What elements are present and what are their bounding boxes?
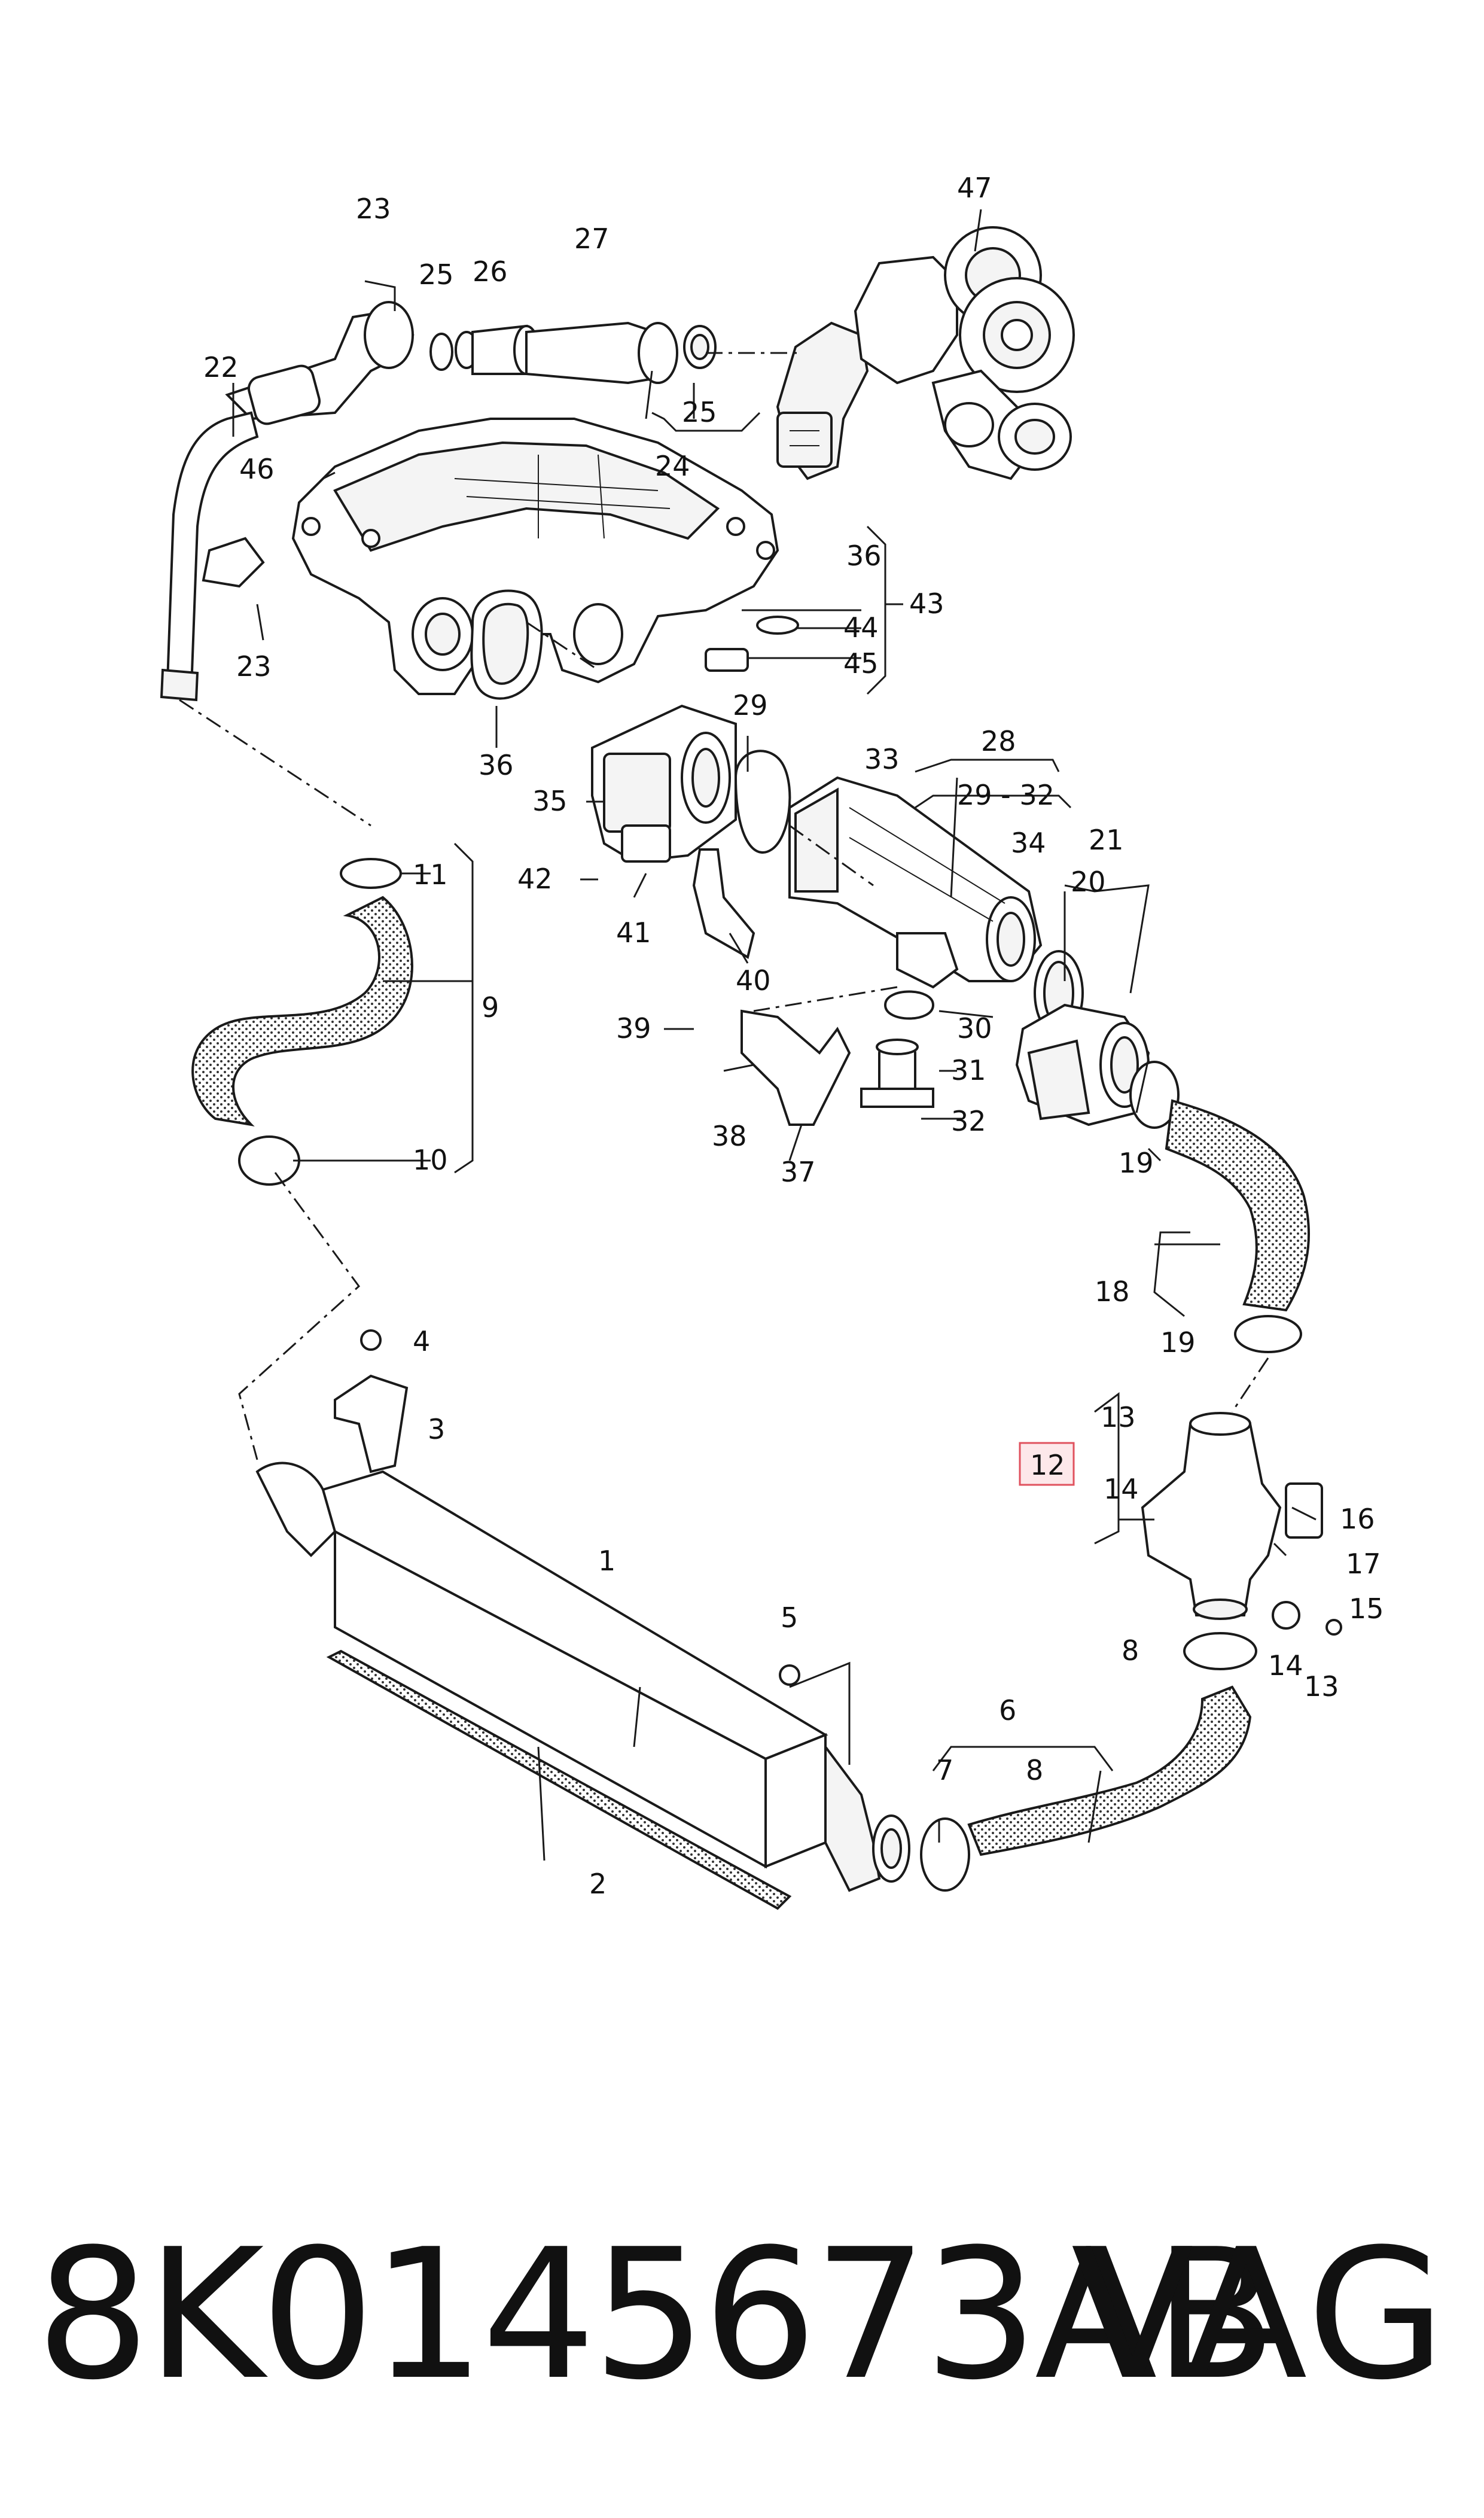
connecting-pipe-28 (788, 776, 1043, 989)
bolt-4 (360, 1329, 382, 1351)
hose-8 (967, 1685, 1252, 1856)
clamp-8 (1183, 1632, 1257, 1670)
label-22: 22 (203, 351, 239, 383)
label-18: 18 (1095, 1275, 1130, 1308)
hose-22-end (160, 668, 199, 702)
label-42: 42 (517, 863, 553, 895)
label-25-top: 25 (419, 258, 454, 291)
seal-44 (756, 616, 799, 635)
clamp-11 (340, 858, 402, 889)
sensor-31 (860, 1039, 934, 1108)
label-29: 29 (733, 689, 768, 721)
label-20: 20 (1071, 866, 1106, 898)
gasket-29 (734, 750, 791, 854)
brand-name: VAG (1071, 2211, 1448, 2419)
label-23-bottom: 23 (236, 650, 272, 683)
part-number: 8K0145673AB (36, 2211, 1277, 2419)
label-39: 39 (616, 1012, 651, 1045)
label-2: 2 (589, 1868, 607, 1900)
hose-9 (191, 896, 413, 1126)
label-13-top: 13 (1101, 1401, 1136, 1433)
seal-strip-2 (326, 1649, 792, 1910)
label-36-right: 36 (846, 540, 882, 572)
label-32: 32 (951, 1105, 986, 1137)
part-labels: 23 25 26 27 47 22 25 24 46 36 43 44 45 2… (203, 172, 1384, 1900)
housing-21 (1015, 1003, 1150, 1126)
label-14-top: 14 (1104, 1473, 1139, 1505)
label-11: 11 (413, 858, 448, 891)
label-19-bottom: 19 (1160, 1326, 1196, 1359)
label-30: 30 (957, 1012, 992, 1045)
label-3: 3 (428, 1413, 445, 1445)
label-8-right: 8 (1122, 1634, 1139, 1667)
label-4: 4 (413, 1325, 430, 1357)
highlight-box-12 (1019, 1442, 1075, 1486)
throttle-valve (591, 704, 737, 863)
label-36-left: 36 (479, 749, 514, 781)
bracket-22 (202, 537, 265, 588)
label-16: 16 (1340, 1503, 1375, 1535)
label-19-top: 19 (1119, 1147, 1154, 1179)
bracket-3 (334, 1374, 409, 1473)
gasket-36-a-inner (482, 602, 529, 685)
label-41: 41 (616, 917, 651, 949)
label-6: 6 (999, 1694, 1016, 1727)
label-5: 5 (781, 1601, 798, 1634)
label-40: 40 (736, 964, 771, 997)
seal-45 (705, 648, 749, 672)
parts-diagram: 23 25 26 27 47 22 25 24 46 36 43 44 45 2… (160, 172, 1384, 1910)
label-12: 12 (1030, 1449, 1065, 1481)
label-47: 47 (957, 172, 992, 204)
charge-air-pipe-top (225, 301, 717, 425)
label-33: 33 (864, 743, 900, 775)
label-45: 45 (843, 647, 879, 680)
hose-18 (1165, 1099, 1311, 1312)
leader-lines (179, 209, 1317, 1861)
label-25-bottom: 25 (682, 396, 717, 428)
bracket-37 (741, 1009, 851, 1126)
clamp-19-bottom (1234, 1315, 1302, 1353)
label-35: 35 (532, 785, 568, 817)
label-13-bottom: 13 (1304, 1670, 1339, 1703)
label-34: 34 (1011, 827, 1046, 859)
ring-30 (883, 990, 935, 1020)
turbocharger (776, 226, 1075, 480)
label-43: 43 (909, 587, 944, 620)
clamp-10 (238, 1135, 300, 1186)
label-29-32: 29 - 32 (957, 779, 1055, 811)
clamp-19-top (1129, 1061, 1180, 1129)
label-37: 37 (781, 1156, 816, 1188)
label-28: 28 (981, 725, 1016, 757)
label-9: 9 (482, 991, 499, 1024)
pressure-pipe-12 (1141, 1412, 1342, 1636)
bolt-5 (779, 1664, 800, 1686)
label-7: 7 (936, 1754, 953, 1786)
label-46: 46 (239, 453, 275, 485)
footer: 8K0145673AB VAG (0, 2208, 1484, 2423)
label-23-top: 23 (356, 193, 391, 225)
label-1: 1 (598, 1545, 615, 1577)
label-31: 31 (951, 1054, 986, 1086)
label-17: 17 (1346, 1548, 1381, 1580)
label-26: 26 (473, 255, 508, 288)
label-10: 10 (413, 1144, 448, 1176)
label-44: 44 (843, 611, 879, 644)
intake-manifold (291, 418, 779, 695)
intercooler (255, 1462, 910, 1892)
label-15: 15 (1349, 1593, 1384, 1625)
bracket-40 (692, 848, 755, 960)
label-38: 38 (712, 1120, 747, 1152)
clamp-7 (920, 1817, 970, 1892)
label-27: 27 (574, 223, 610, 255)
label-24: 24 (655, 450, 690, 482)
label-14-bottom: 14 (1268, 1649, 1303, 1682)
label-8-bottom: 8 (1026, 1754, 1043, 1786)
label-21: 21 (1089, 824, 1124, 856)
